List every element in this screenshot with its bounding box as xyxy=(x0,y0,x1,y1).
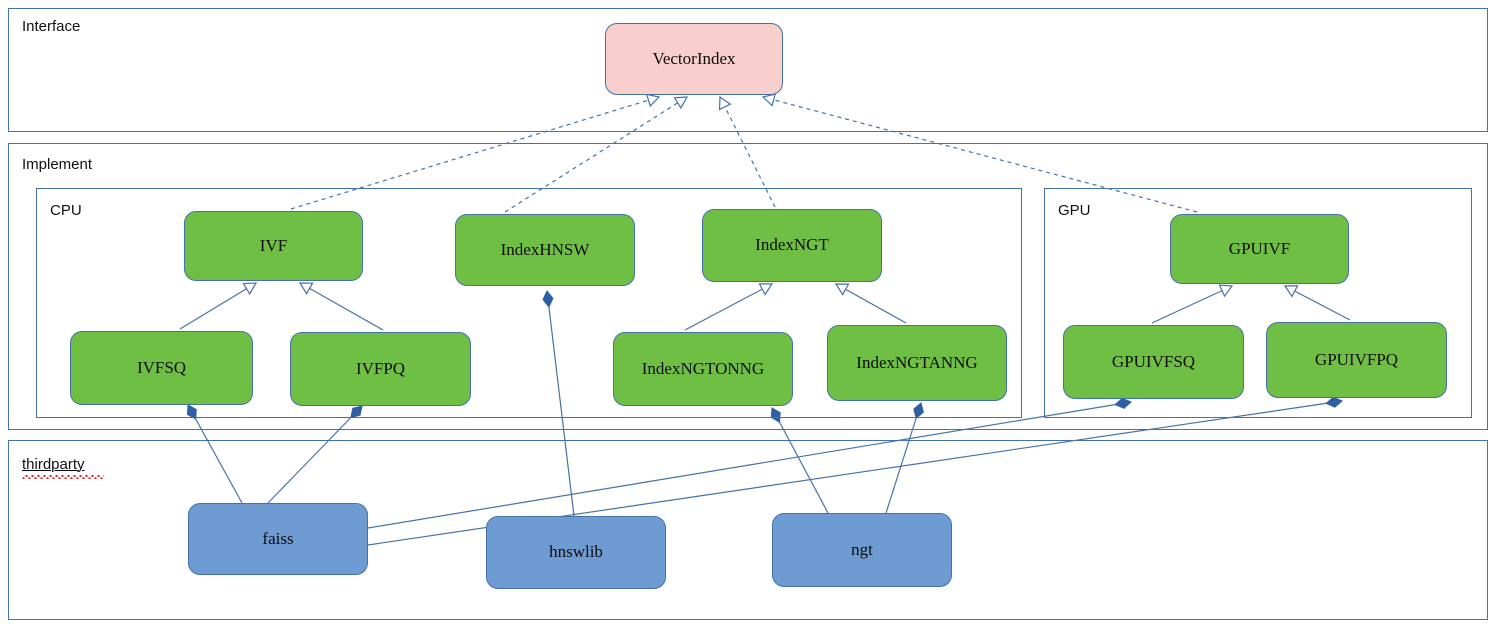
edge-line-e-gpuivf-vectorindex xyxy=(762,96,1198,213)
edge-marker-hollow-triangle-e-ivfpq-ivf xyxy=(298,282,314,295)
group-label-gpu: GPU xyxy=(1058,202,1091,219)
edge-marker-hollow-triangle-e-ivfsq-ivf xyxy=(242,282,258,296)
edge-line-e-faiss-ivfsq xyxy=(187,404,243,504)
node-ngt[interactable]: ngt xyxy=(772,513,952,587)
edge-line-e-ivfsq-ivf xyxy=(179,282,257,330)
node-ivfsq[interactable]: IVFSQ xyxy=(70,331,253,405)
node-gpuivfpq[interactable]: GPUIVFPQ xyxy=(1266,322,1447,398)
group-label-thirdparty: thirdparty xyxy=(22,456,85,473)
node-gpuivf[interactable]: GPUIVF xyxy=(1170,214,1349,284)
edge-line-e-faiss-ivfpq xyxy=(267,405,363,504)
spellcheck-underline-thirdparty xyxy=(22,475,104,479)
edge-line-e-gpuivfsq-gpuivf xyxy=(1151,285,1233,324)
edge-marker-hollow-triangle-e-indexhnsw-vectorindex xyxy=(673,96,689,110)
edge-line-e-ivfpq-ivf xyxy=(299,282,384,331)
edge-marker-hollow-triangle-e-ngtonng-indexngt xyxy=(758,283,774,296)
edge-marker-hollow-triangle-e-ngtanng-indexngt xyxy=(834,283,850,296)
edge-marker-hollow-triangle-e-gpuivfsq-gpuivf xyxy=(1218,284,1234,298)
edge-line-e-ivf-vectorindex xyxy=(290,96,660,210)
group-label-interface: Interface xyxy=(22,18,81,35)
group-box-thirdparty xyxy=(8,440,1488,620)
node-ivfpq[interactable]: IVFPQ xyxy=(290,332,471,406)
group-box-interface xyxy=(8,8,1488,132)
node-hnswlib[interactable]: hnswlib xyxy=(486,516,666,589)
group-box-gpu xyxy=(1044,188,1472,418)
group-box-cpu xyxy=(36,188,1022,418)
edge-line-e-ngt-ngtanng xyxy=(885,402,922,514)
edge-marker-filled-diamond-e-faiss-ivfsq xyxy=(186,404,197,420)
edge-line-e-ngt-ngtonng xyxy=(771,407,829,514)
node-ivf[interactable]: IVF xyxy=(184,211,363,281)
edge-marker-filled-diamond-e-ngt-ngtonng xyxy=(770,407,781,423)
node-indexngt[interactable]: IndexNGT xyxy=(702,209,882,282)
edge-line-e-faiss-gpuivfsq xyxy=(367,401,1132,529)
group-label-cpu: CPU xyxy=(50,202,82,219)
edge-line-e-hnswlib-indexhnsw xyxy=(546,290,575,517)
group-label-implement: Implement xyxy=(22,156,93,173)
edge-marker-hollow-triangle-e-gpuivfpq-gpuivf xyxy=(1283,285,1299,298)
edge-marker-hollow-triangle-e-gpuivf-vectorindex xyxy=(761,93,777,107)
edge-marker-filled-diamond-e-hnswlib-indexhnsw xyxy=(542,290,554,308)
edge-line-e-ngtanng-indexngt xyxy=(835,283,907,324)
node-vectorindex[interactable]: VectorIndex xyxy=(605,23,783,95)
edge-line-e-gpuivfpq-gpuivf xyxy=(1284,285,1351,321)
edge-marker-hollow-triangle-e-ivf-vectorindex xyxy=(645,93,661,108)
edge-marker-filled-diamond-e-faiss-gpuivfsq xyxy=(1114,397,1132,409)
edge-marker-hollow-triangle-e-indexngt-vectorindex xyxy=(718,95,732,111)
node-indexhnsw[interactable]: IndexHNSW xyxy=(455,214,635,286)
node-faiss[interactable]: faiss xyxy=(188,503,368,575)
edge-line-e-indexhnsw-vectorindex xyxy=(504,96,688,213)
node-indexngtonng[interactable]: IndexNGTONNG xyxy=(613,332,793,406)
edge-line-e-ngtonng-indexngt xyxy=(684,283,773,331)
edge-marker-filled-diamond-e-ngt-ngtanng xyxy=(913,402,924,420)
edge-marker-filled-diamond-e-faiss-gpuivfpq xyxy=(1325,396,1343,408)
group-box-implement xyxy=(8,143,1488,430)
node-gpuivfsq[interactable]: GPUIVFSQ xyxy=(1063,325,1244,399)
node-indexngtanng[interactable]: IndexNGTANNG xyxy=(827,325,1007,401)
